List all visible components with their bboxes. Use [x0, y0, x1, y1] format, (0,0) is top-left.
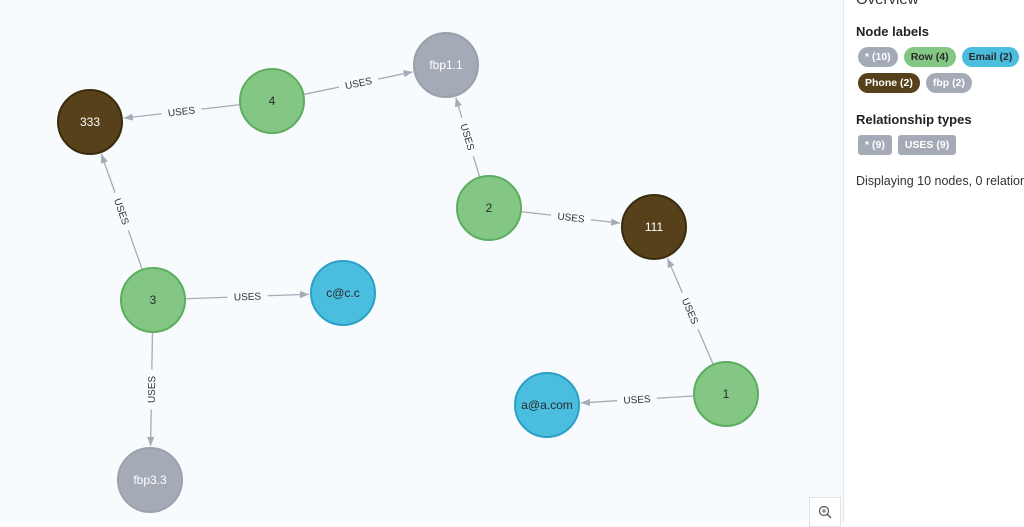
relationship-line[interactable] [267, 290, 310, 299]
node-circle[interactable] [310, 260, 376, 326]
node-circle[interactable] [57, 89, 123, 155]
node-caption: a@a.com [521, 398, 573, 412]
relationship-label: USES [147, 375, 158, 403]
node-email[interactable]: c@c.c [310, 260, 376, 326]
relationship-line[interactable] [100, 153, 116, 193]
displaying-status: Displaying 10 nodes, 0 relationships [856, 174, 1024, 188]
relationship-line[interactable] [521, 211, 552, 216]
relationship-line[interactable] [185, 296, 228, 300]
node-phone[interactable]: 111 [621, 194, 687, 260]
node-row[interactable]: 1 [693, 361, 759, 427]
overview-sidebar: Overview Node labels * (10)Row (4)Email … [843, 0, 1024, 522]
node-circle[interactable] [514, 372, 580, 438]
node-label-pill[interactable]: Row (4) [903, 47, 956, 67]
node-row[interactable]: 2 [456, 175, 522, 241]
relationship-line[interactable] [377, 70, 413, 80]
overview-title: Overview [856, 0, 919, 8]
node-circle[interactable] [693, 361, 759, 427]
relationship-uses[interactable]: USES [100, 153, 143, 270]
relationship-uses[interactable]: USES [454, 97, 481, 177]
node-circle[interactable] [239, 68, 305, 134]
relationship-uses[interactable]: USES [666, 257, 714, 364]
node-email[interactable]: a@a.com [514, 372, 580, 438]
relationship-label: USES [623, 394, 651, 407]
relationship-type-pill[interactable]: * (9) [858, 135, 892, 155]
relationship-type-pill[interactable]: USES (9) [897, 135, 957, 155]
relationship-line[interactable] [304, 86, 340, 95]
relationship-uses[interactable]: USES [185, 290, 310, 304]
relationship-types-heading: Relationship types [856, 112, 972, 127]
relationship-uses[interactable]: USES [147, 332, 158, 447]
zoom-in-icon [818, 505, 832, 519]
node-label-pill[interactable]: Email (2) [961, 47, 1020, 67]
relationship-uses[interactable]: USES [304, 70, 413, 95]
relationship-line[interactable] [454, 97, 463, 119]
zoom-in-button[interactable] [809, 497, 841, 527]
node-circle[interactable] [117, 447, 183, 513]
relationship-label: USES [167, 105, 196, 119]
relationship-line[interactable] [590, 218, 621, 226]
relationship-line[interactable] [580, 398, 618, 406]
relationship-line[interactable] [201, 104, 240, 110]
relationship-uses[interactable]: USES [123, 104, 240, 121]
node-label-pill[interactable]: Phone (2) [858, 73, 920, 93]
node-fbp[interactable]: fbp1.1 [413, 32, 479, 98]
node-row[interactable]: 4 [239, 68, 305, 134]
node-labels-heading: Node labels [856, 24, 929, 39]
relationship-label: USES [457, 123, 475, 153]
node-caption: fbp1.1 [429, 58, 463, 72]
node-phone[interactable]: 333 [57, 89, 123, 155]
relationship-label: USES [234, 292, 262, 304]
node-label-pill[interactable]: * (10) [858, 47, 898, 67]
node-caption: 1 [723, 387, 730, 401]
node-caption: 2 [486, 201, 493, 215]
node-fbp[interactable]: fbp3.3 [117, 447, 183, 513]
relationship-line[interactable] [123, 113, 162, 121]
relationship-uses[interactable]: USES [521, 211, 621, 226]
node-circle[interactable] [621, 194, 687, 260]
node-label-pill[interactable]: fbp (2) [925, 73, 972, 93]
relationship-line[interactable] [472, 155, 481, 177]
node-caption: c@c.c [326, 286, 360, 300]
relationship-uses[interactable]: USES [580, 394, 694, 407]
node-caption: 111 [645, 220, 664, 234]
relationship-line[interactable] [147, 409, 155, 447]
node-circle[interactable] [120, 267, 186, 333]
node-circle[interactable] [456, 175, 522, 241]
relationship-line[interactable] [127, 230, 143, 270]
relationship-line[interactable] [151, 332, 154, 370]
node-row[interactable]: 3 [120, 267, 186, 333]
relationship-label: USES [557, 211, 586, 225]
node-labels-list: * (10)Row (4)Email (2) Phone (2)fbp (2) [858, 47, 1024, 93]
relationship-label: USES [344, 76, 373, 92]
node-caption: 3 [150, 293, 157, 307]
node-circle[interactable] [413, 32, 479, 98]
node-caption: fbp3.3 [133, 473, 167, 487]
relationship-label: USES [679, 297, 700, 327]
relationship-label: USES [111, 197, 131, 227]
node-caption: 333 [80, 115, 100, 129]
relationship-line[interactable] [666, 257, 683, 293]
relationship-line[interactable] [697, 329, 714, 364]
relationship-types-list: * (9)USES (9) [858, 135, 1024, 155]
node-caption: 4 [269, 94, 276, 108]
relationship-line[interactable] [656, 395, 694, 399]
